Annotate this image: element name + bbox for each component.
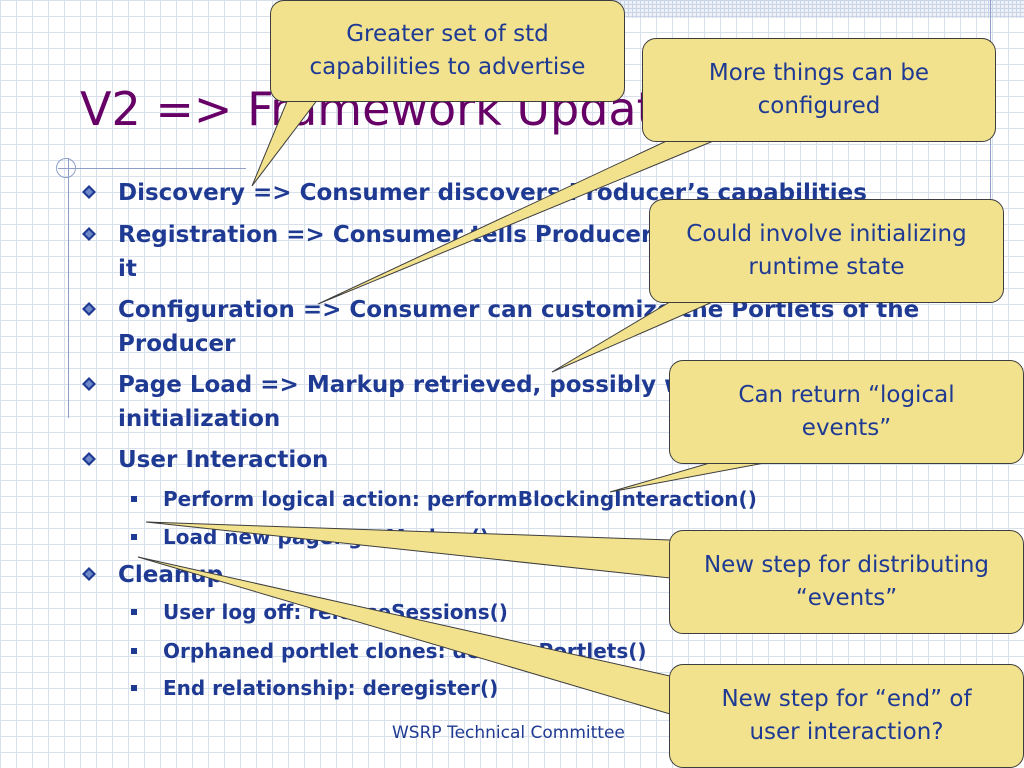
slide-footer: WSRP Technical Committee [392,723,625,743]
pointer-distributing [145,521,671,579]
diamond-bullet-icon [82,567,96,581]
pointer-logical-events [609,459,781,493]
square-bullet-icon [131,648,137,654]
diamond-bullet-icon [82,185,96,199]
decorative-horizontal-line [58,168,246,169]
square-bullet-icon [131,534,137,540]
pointer-end-interaction [137,556,671,715]
diamond-bullet-icon [82,377,96,391]
diamond-bullet-icon [82,452,96,466]
bullet-user-interaction: User Interaction [82,443,958,477]
square-bullet-icon [131,685,137,691]
diamond-bullet-icon [82,302,96,316]
callout-distributing: New step for distributing“events” [669,530,1024,634]
sub-bullet-end-relationship: End relationship: deregister() [131,673,923,703]
diamond-bullet-icon [82,227,96,241]
square-bullet-icon [131,609,137,615]
decorative-left-line [68,158,69,418]
sub-bullet-perform-action: Perform logical action: performBlockingI… [131,484,923,514]
square-bullet-icon [131,496,137,502]
decorative-circle [56,158,76,178]
top-pattern-band [600,0,1024,18]
